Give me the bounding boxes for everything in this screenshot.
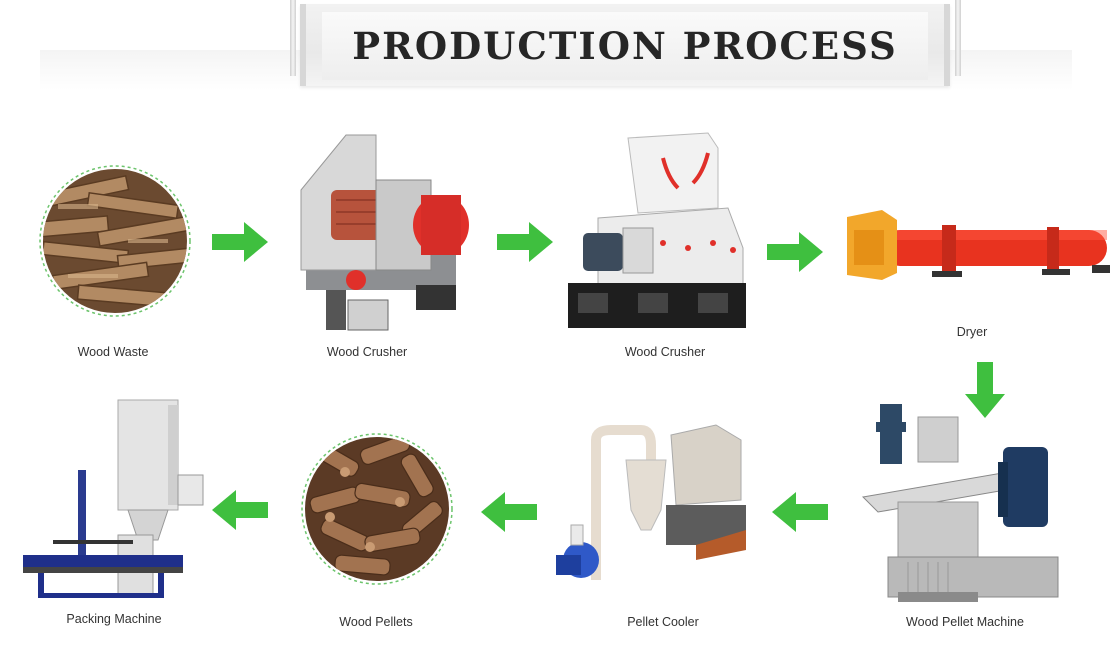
step-label-packing-machine: Packing Machine xyxy=(66,612,162,626)
step-label-pellet-cooler: Pellet Cooler xyxy=(627,615,699,629)
step-label-wood-pellet-machine: Wood Pellet Machine xyxy=(906,615,1024,629)
page-title: PRODUCTION PROCESS xyxy=(352,24,898,68)
step-label-wood-crusher-2: Wood Crusher xyxy=(624,345,706,359)
wood-crusher-machine xyxy=(300,134,469,331)
step-label-wood-waste: Wood Waste xyxy=(77,345,149,359)
title-banner: PRODUCTION PROCESS xyxy=(300,4,950,86)
step-label-wood-pellets: Wood Pellets xyxy=(339,615,413,629)
step-label-dryer: Dryer xyxy=(956,325,988,339)
step-label-wood-crusher-1: Wood Crusher xyxy=(326,345,408,359)
arrow-right-icon xyxy=(767,232,823,272)
wood-waste-photo xyxy=(39,165,191,317)
pellet-mill-machine xyxy=(861,404,1059,602)
header: PRODUCTION PROCESS xyxy=(0,0,1112,100)
arrow-left-icon xyxy=(212,490,268,530)
hammer-mill-crusher xyxy=(568,132,746,328)
arrow-down-icon xyxy=(965,362,1005,418)
arrow-right-icon xyxy=(212,222,268,262)
pellet-cooler-machine xyxy=(556,424,746,580)
arrow-left-icon xyxy=(772,492,828,532)
arrow-left-icon xyxy=(481,492,537,532)
rotary-dryer xyxy=(847,210,1110,280)
wood-pellets-photo xyxy=(301,433,453,585)
arrow-right-icon xyxy=(497,222,553,262)
banner-post-right xyxy=(955,0,961,76)
banner-post-left xyxy=(290,0,296,76)
title-banner-inner: PRODUCTION PROCESS xyxy=(322,12,928,80)
packing-machine xyxy=(23,399,204,598)
